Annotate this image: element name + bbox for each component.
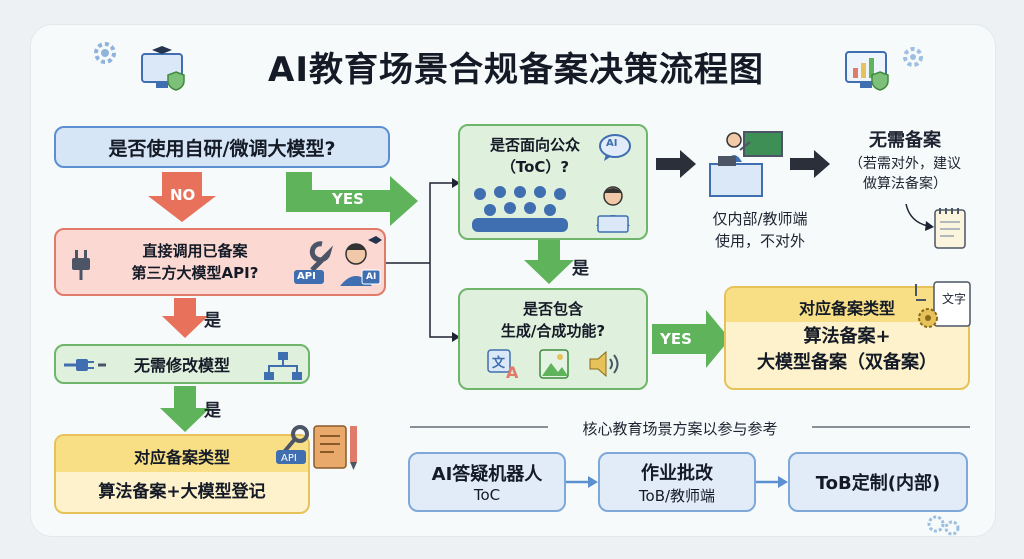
svg-text:A: A bbox=[506, 363, 518, 380]
scenario-name: AI答疑机器人 bbox=[431, 464, 543, 485]
red-down-arrow bbox=[162, 298, 208, 338]
no-filing-title: 无需备案 bbox=[869, 130, 941, 151]
q3-line1: 是否面向公众 bbox=[489, 136, 580, 154]
question-generation-feature: 是否包含 生成/合成功能? A 文 bbox=[458, 288, 648, 390]
yes-cn-label: 是 bbox=[204, 401, 221, 421]
image-icon bbox=[539, 349, 569, 379]
yes-cn-label: 是 bbox=[204, 311, 221, 331]
scenario-homework-grading: 作业批改 ToB/教师端 bbox=[598, 452, 756, 512]
no-arrow bbox=[148, 172, 216, 222]
q1-text: 是否使用自研/微调大模型? bbox=[108, 137, 336, 160]
no-label: NO bbox=[170, 186, 196, 204]
question-self-developed-model: 是否使用自研/微调大模型? bbox=[54, 126, 390, 168]
filing-type-right: 对应备案类型 算法备案+ 大模型备案（双备案） bbox=[724, 286, 970, 390]
notepad-icon bbox=[934, 208, 966, 249]
notebook-pen-icon bbox=[313, 425, 357, 470]
green-down-arrow bbox=[524, 240, 574, 284]
yes-label: YES bbox=[332, 190, 364, 208]
question-public-toc: 是否面向公众 （ToC）? AI bbox=[458, 124, 648, 240]
no-filing-line2: 做算法备案） bbox=[863, 176, 947, 192]
internal-note: 仅内部/教师端 使用，不对外 bbox=[690, 208, 830, 252]
type-right-line2: 大模型备案（双备案） bbox=[757, 352, 937, 373]
speaker-icon bbox=[589, 350, 619, 378]
q4-line2: 生成/合成功能? bbox=[500, 322, 606, 340]
text-translate-icon: A bbox=[487, 349, 518, 380]
q2-line2: 第三方大模型API? bbox=[131, 264, 259, 282]
yes-cn-label: 是 bbox=[572, 259, 589, 279]
audience-crowd-icon bbox=[472, 186, 568, 232]
gears-icon bbox=[927, 515, 960, 536]
api-badge: API bbox=[281, 453, 297, 464]
hierarchy-icon bbox=[264, 352, 302, 380]
type-right-title: 对应备案类型 bbox=[798, 299, 895, 318]
key-api-icon bbox=[276, 425, 309, 464]
scenario-qa-robot: AI答疑机器人 ToC bbox=[408, 452, 566, 512]
no-filing-note: 无需备案 （若需对外，建议 做算法备案） bbox=[830, 128, 980, 194]
filing-type-left: 对应备案类型 算法备案+大模型登记 bbox=[54, 434, 310, 514]
yes-arrow-right bbox=[652, 310, 730, 368]
text-icon-char: 文 bbox=[492, 356, 506, 371]
teacher-podium-icon bbox=[709, 131, 783, 197]
type-right-line1: 算法备案+ bbox=[803, 326, 891, 347]
api-badge: API bbox=[297, 271, 316, 282]
plug-connector-icon bbox=[64, 359, 106, 371]
branch-line bbox=[386, 182, 452, 338]
doc-text: 文字 bbox=[942, 292, 967, 306]
document-gear-icon bbox=[915, 281, 971, 328]
no-modify-model-box: 无需修改模型 bbox=[54, 344, 310, 384]
page-title: AI教育场景合规备案决策流程图 bbox=[268, 50, 764, 90]
q2-line1: 直接调用已备案 bbox=[142, 242, 248, 260]
ai-bubble-icon bbox=[599, 134, 631, 161]
gear-icon bbox=[94, 42, 116, 64]
yes-arrow bbox=[286, 172, 418, 226]
monitor-shield-icon bbox=[141, 46, 185, 91]
green-down-arrow bbox=[160, 386, 210, 432]
ai-badge: AI bbox=[366, 272, 377, 282]
q4-line1: 是否包含 bbox=[522, 300, 583, 318]
dark-arrow bbox=[656, 150, 696, 178]
yes-label-right: YES bbox=[660, 330, 692, 348]
scenario-name: ToB定制(内部) bbox=[815, 473, 941, 494]
internal-line1: 仅内部/教师端 bbox=[712, 210, 808, 228]
teacher-avatar-icon bbox=[340, 236, 382, 286]
core-scenarios-title: 核心教育场景方案以参与参考 bbox=[582, 420, 778, 438]
scenario-sub: ToB/教师端 bbox=[638, 486, 716, 505]
gear-icon bbox=[903, 47, 923, 67]
ai-badge: AI bbox=[606, 138, 618, 149]
wrench-api-icon bbox=[294, 241, 334, 284]
chart-monitor-icon bbox=[845, 51, 889, 91]
dark-arrow bbox=[790, 150, 830, 178]
q3-line2: （ToC）? bbox=[500, 158, 570, 176]
scenario-name: 作业批改 bbox=[641, 462, 713, 484]
type-left-content: 算法备案+大模型登记 bbox=[98, 482, 266, 502]
user-laptop-icon bbox=[596, 186, 630, 233]
scenario-tob-custom: ToB定制(内部) bbox=[788, 452, 968, 512]
internal-line2: 使用，不对外 bbox=[714, 232, 805, 250]
plug-icon bbox=[72, 250, 90, 280]
no-filing-line1: （若需对外，建议 bbox=[849, 156, 961, 172]
scenario-sub: ToC bbox=[473, 486, 501, 504]
no-modify-text: 无需修改模型 bbox=[133, 356, 230, 375]
type-left-title: 对应备案类型 bbox=[133, 448, 230, 467]
question-third-party-api: 直接调用已备案 第三方大模型API? API AI bbox=[54, 228, 386, 296]
